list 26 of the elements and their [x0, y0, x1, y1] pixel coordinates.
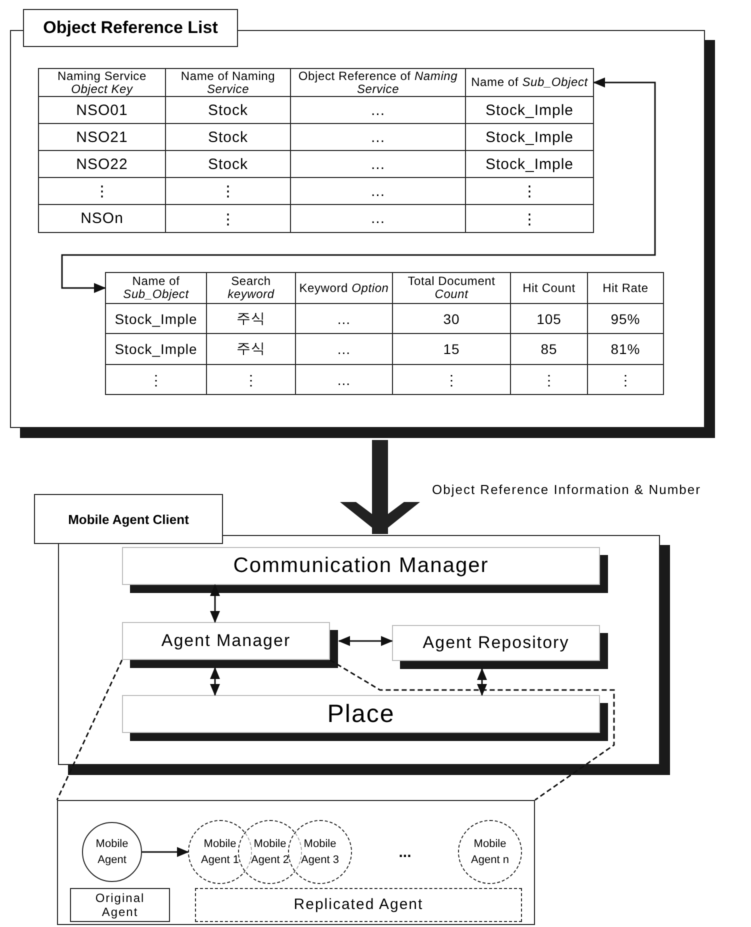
table-cell: NSOn — [38, 204, 166, 233]
panel-title: Object Reference List — [23, 9, 238, 47]
replica-circle: Mobile Agent 3 — [288, 820, 352, 884]
edge-label: Object Reference Information & Number — [432, 482, 701, 497]
panel-title: Mobile Agent Client — [34, 494, 223, 544]
arrow — [210, 584, 220, 623]
table-cell: ⋮ — [105, 364, 207, 395]
caption-box: Original Agent — [70, 888, 170, 922]
column-header: Hit Rate — [587, 272, 664, 304]
arrow — [142, 847, 189, 857]
table-cell: ⋮ — [465, 204, 594, 233]
column-header: Naming Service Object Key — [38, 68, 166, 97]
zoom-line — [330, 659, 615, 801]
replica-circle: Mobile Agent n — [458, 820, 522, 884]
detail-panel — [57, 800, 535, 925]
arrow — [61, 78, 656, 293]
column-header: Name of Sub_Object — [465, 68, 594, 97]
arrow — [338, 636, 393, 646]
table-cell: ⋮ — [587, 364, 664, 395]
arrow — [210, 667, 220, 696]
column-header: Name of Sub_Object — [105, 272, 207, 304]
zoom-line — [56, 660, 123, 800]
ellipsis-text: ... — [398, 842, 412, 862]
agent-circle: Mobile Agent — [82, 822, 142, 882]
caption-box: Replicated Agent — [195, 888, 522, 922]
arrow — [477, 668, 487, 696]
